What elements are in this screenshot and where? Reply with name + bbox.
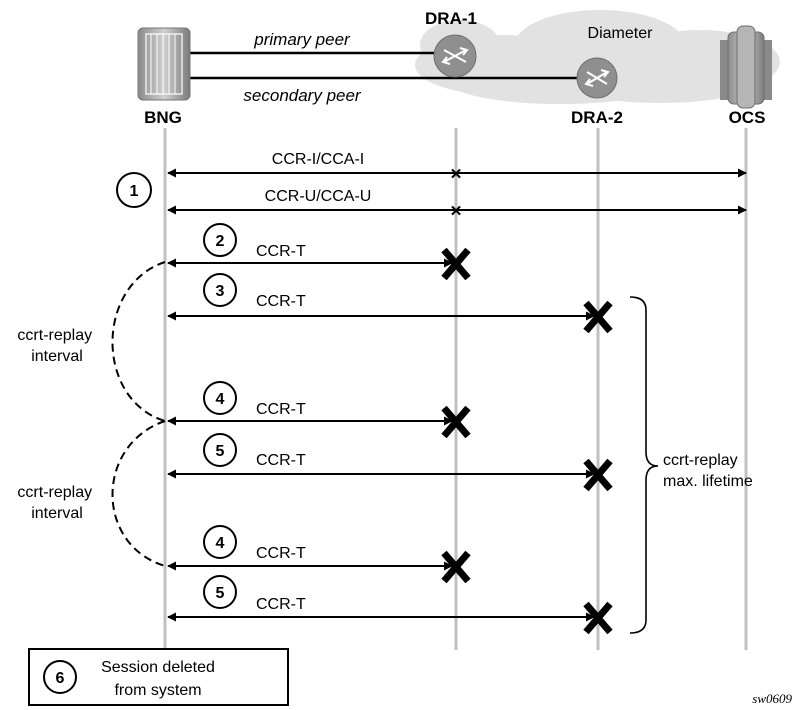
secondary-peer-label: secondary peer — [243, 86, 362, 105]
step-badge — [203, 273, 237, 307]
message-label: CCR-U/CCA-U — [265, 188, 372, 205]
message-ccr-i: ✕ CCR-I/CCA-I — [167, 151, 747, 183]
failure-x-icon — [583, 458, 613, 492]
svg-text:5: 5 — [216, 443, 225, 460]
failure-x-icon — [441, 247, 471, 281]
message-ccr-u: ✕ CCR-U/CCA-U — [167, 188, 747, 220]
replay-interval-arc-2 — [111, 420, 166, 567]
failure-x-icon — [441, 550, 471, 584]
message-ccr-t-step3: CCR-T 3 — [167, 273, 613, 334]
message-ccr-t-step4b: CCR-T 4 — [167, 525, 471, 584]
message-label: CCR-T — [256, 401, 306, 418]
replay-interval-label-1: ccrt-replay interval — [17, 327, 96, 365]
svg-text:1: 1 — [130, 183, 139, 200]
step-1-badge: 1 — [116, 172, 152, 208]
svg-text:4: 4 — [216, 391, 225, 408]
step-badge — [203, 433, 237, 467]
dra2-label: DRA-2 — [571, 108, 623, 127]
step-badge — [203, 381, 237, 415]
svg-text:3: 3 — [216, 283, 225, 300]
bng-label: BNG — [144, 108, 182, 127]
svg-text:4: 4 — [216, 535, 225, 552]
message-label: CCR-T — [256, 293, 306, 310]
step-badge — [203, 223, 237, 257]
svg-text:✕: ✕ — [450, 166, 463, 183]
message-ccr-t-step5b: CCR-T 5 — [167, 575, 613, 635]
message-label: CCR-T — [256, 545, 306, 562]
message-label: CCR-T — [256, 452, 306, 469]
message-ccr-t-step2: CCR-T 2 — [167, 223, 471, 281]
session-deleted-box: 6 Session deleted from system — [28, 648, 289, 706]
dra1-label: DRA-1 — [425, 9, 477, 28]
svg-text:5: 5 — [216, 585, 225, 602]
message-label: CCR-T — [256, 596, 306, 613]
replay-interval-label-2: ccrt-replay interval — [17, 484, 96, 522]
max-lifetime-label: ccrt-replay max. lifetime — [663, 452, 753, 490]
failure-x-icon — [441, 405, 471, 439]
message-label: CCR-I/CCA-I — [272, 151, 364, 168]
message-ccr-t-step4a: CCR-T 4 — [167, 381, 471, 439]
failure-x-icon — [583, 300, 613, 334]
replay-interval-arc-1 — [111, 261, 166, 422]
dra2-router-icon — [576, 57, 618, 99]
step-6-badge — [43, 660, 77, 694]
message-label: CCR-T — [256, 243, 306, 260]
ocs-label: OCS — [729, 108, 766, 127]
ocs-server-icon — [720, 25, 772, 109]
cloud-label: Diameter — [588, 25, 654, 42]
svg-text:Session deleted: Session deleted — [101, 659, 215, 676]
figure-reference: sw0609 — [752, 691, 792, 706]
svg-text:✕: ✕ — [450, 203, 463, 220]
svg-text:from system: from system — [114, 682, 201, 699]
bng-device-icon — [137, 27, 191, 101]
max-lifetime-brace — [629, 296, 659, 634]
message-ccr-t-step5a: CCR-T 5 — [167, 433, 613, 492]
svg-text:6: 6 — [56, 670, 65, 687]
step-badge — [203, 575, 237, 609]
svg-text:2: 2 — [216, 233, 225, 250]
primary-peer-label: primary peer — [253, 30, 351, 49]
step-badge — [203, 525, 237, 559]
failure-x-icon — [583, 601, 613, 635]
dra1-router-icon — [433, 34, 477, 78]
